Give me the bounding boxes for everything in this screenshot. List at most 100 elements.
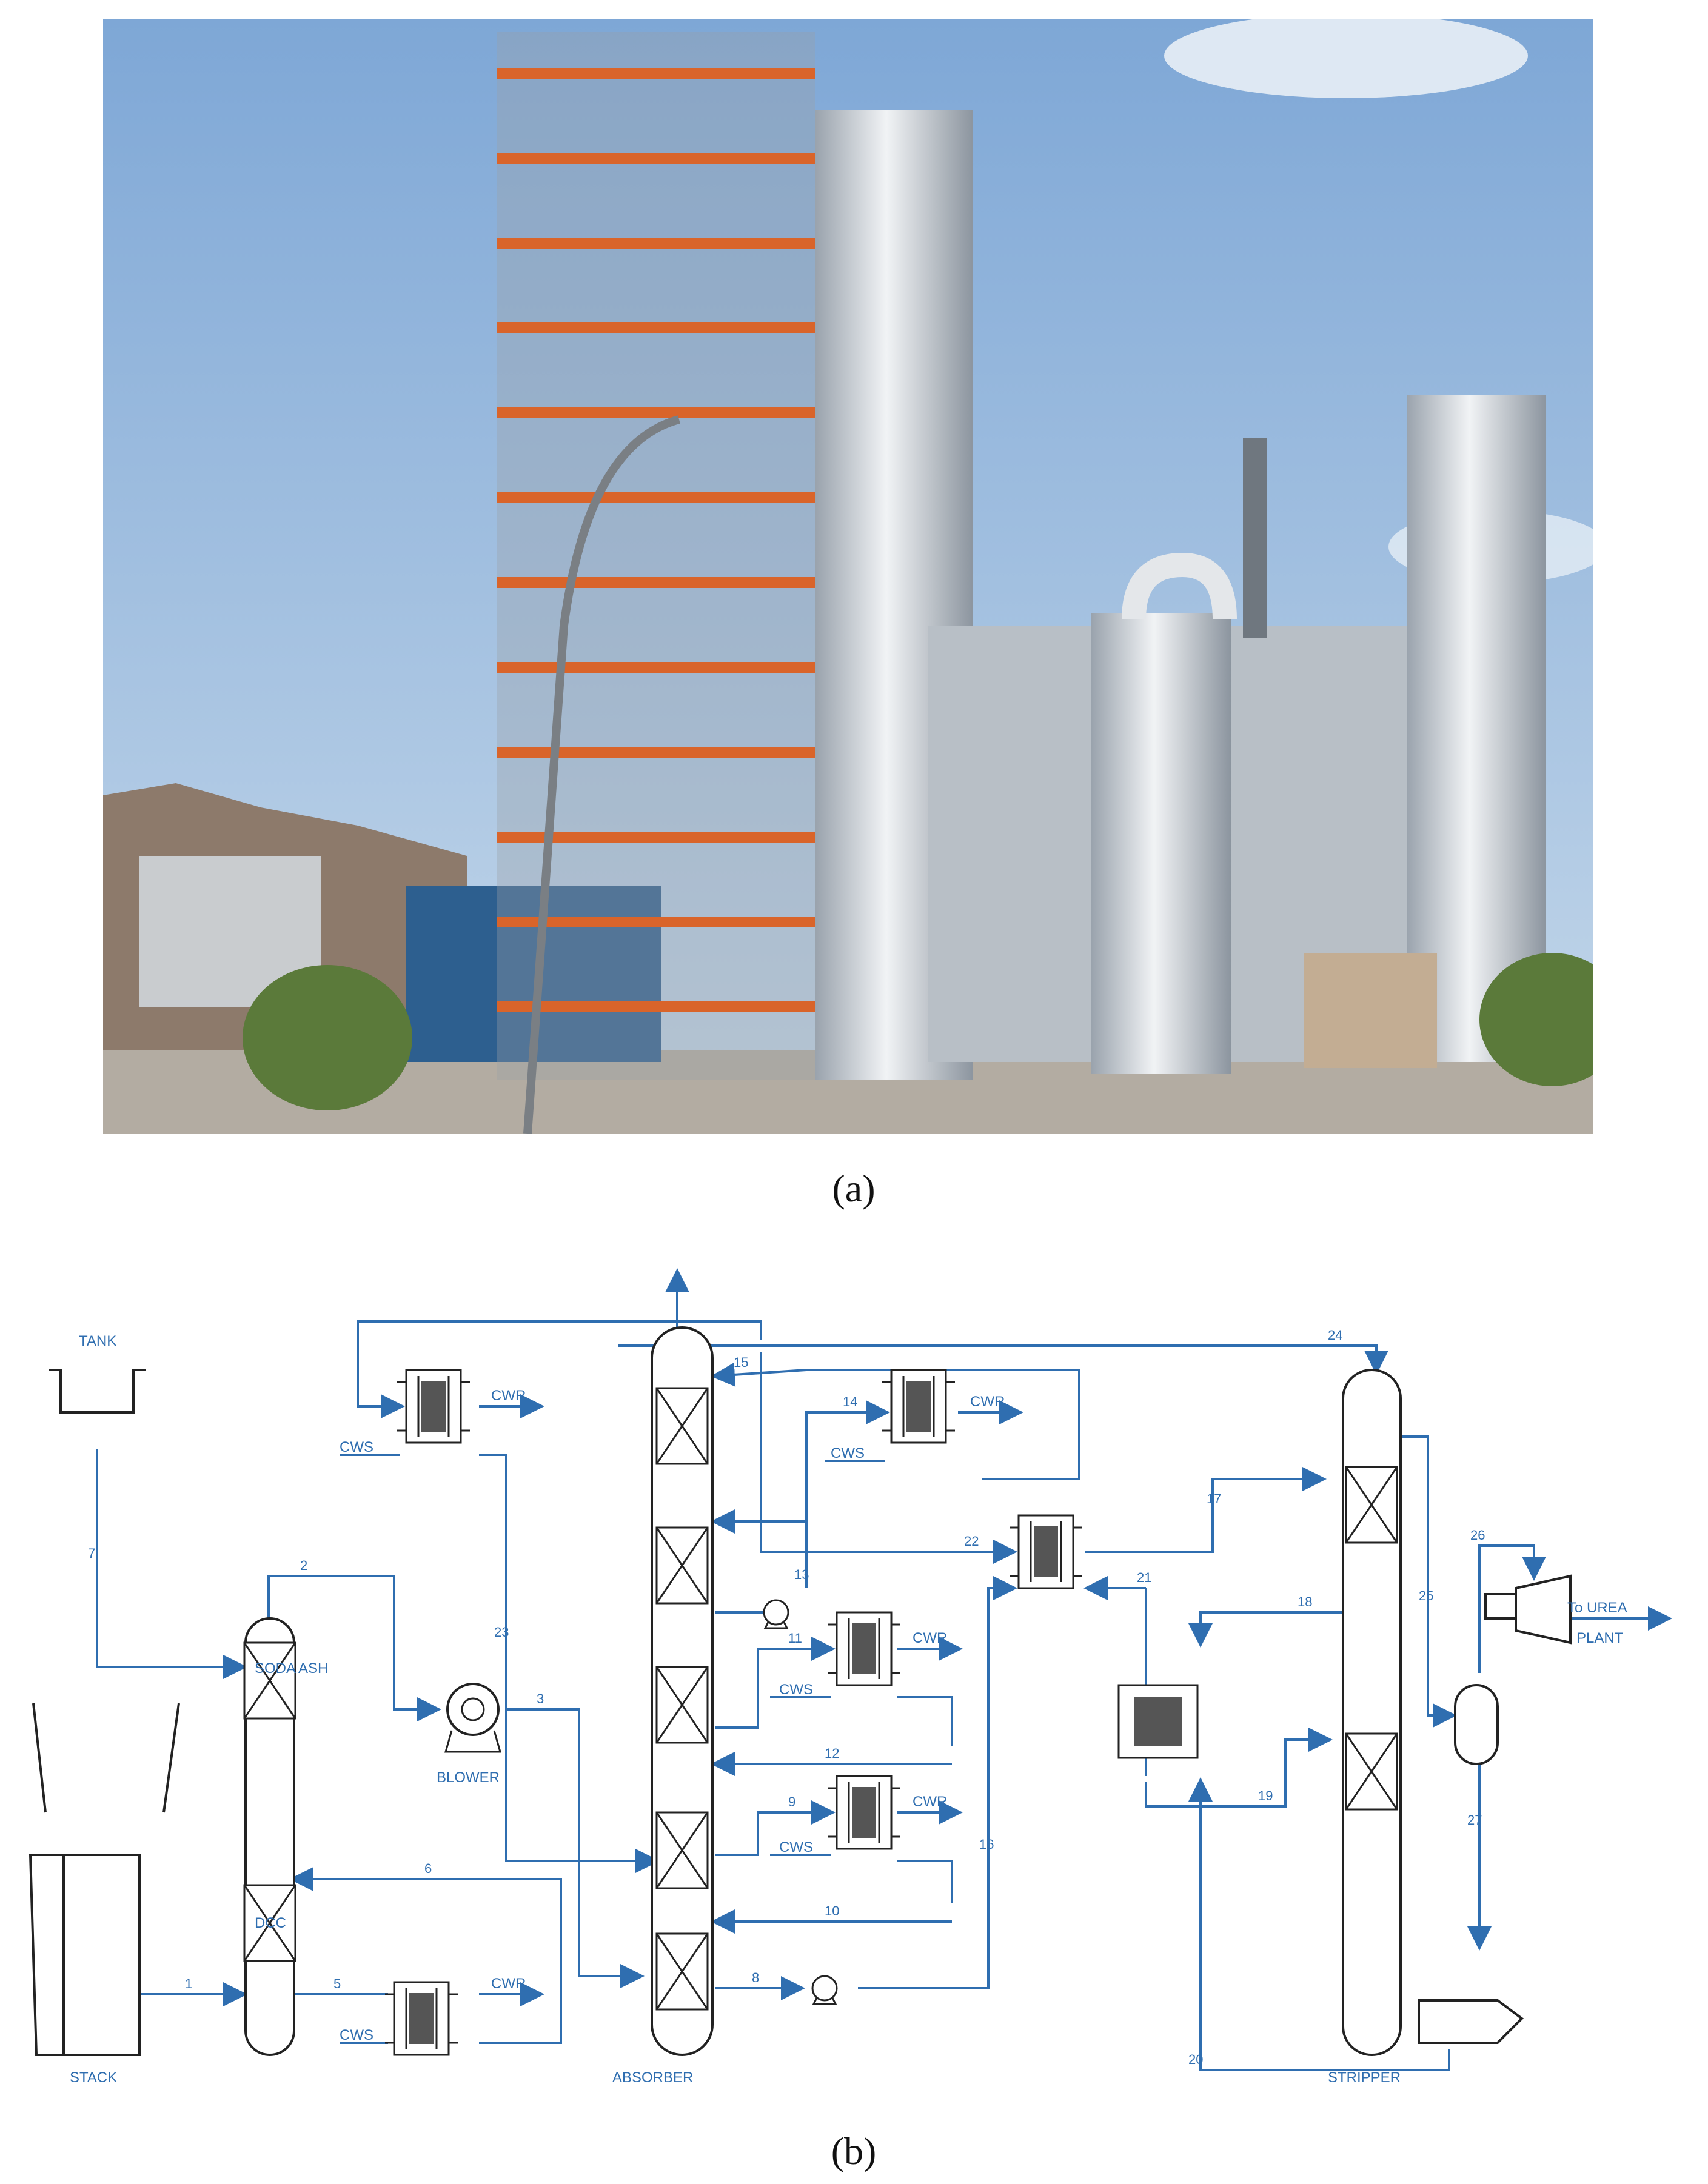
stream-line-12 <box>715 1696 953 1764</box>
stream-number-11: 11 <box>788 1631 802 1646</box>
tower-platform <box>497 153 815 164</box>
pump-13 <box>763 1599 789 1629</box>
stream-line-25 <box>1401 1435 1457 1728</box>
caption-a: (a) <box>832 1167 876 1210</box>
heat-exchanger-11 <box>826 1611 902 1686</box>
caption-b: (b) <box>831 2129 877 2172</box>
heat-exchanger-top <box>396 1369 471 1444</box>
pump-8 <box>811 1975 838 2005</box>
stream-line-9 <box>715 1800 836 1856</box>
stream-number-6: 6 <box>424 1861 432 1876</box>
stream-number-21: 21 <box>1137 1570 1151 1585</box>
tower-platform <box>497 68 815 79</box>
tank <box>49 1369 146 1414</box>
stream-line-17 <box>1085 1467 1327 1553</box>
stream-line-lean-top <box>357 1320 762 1418</box>
tower-platform <box>497 747 815 758</box>
absorber-structure <box>497 32 815 1080</box>
stream-line-2 <box>267 1575 441 1721</box>
stream-number-7: 7 <box>88 1546 95 1561</box>
tower-platform <box>497 917 815 927</box>
stream-number-18: 18 <box>1298 1594 1312 1609</box>
tower-platform <box>497 407 815 418</box>
stream-line-18 <box>1188 1611 1346 1648</box>
cws-label: CWS <box>779 1839 813 1855</box>
tower-platform <box>497 832 815 843</box>
stream-line-23 <box>479 1454 660 1873</box>
stream-line-10 <box>715 1860 953 1922</box>
stream-number-9: 9 <box>788 1794 795 1809</box>
label-to-urea: To UREA <box>1567 1600 1627 1616</box>
small-building <box>1304 953 1437 1068</box>
stream-line-20 <box>1188 1777 1450 2071</box>
stream-number-26: 26 <box>1470 1528 1485 1543</box>
tower-platform <box>497 492 815 503</box>
stream-line-11 <box>715 1637 836 1729</box>
heat-exchanger-9 <box>826 1775 902 1850</box>
stack <box>1407 395 1546 1062</box>
tower-platform <box>497 577 815 588</box>
plant-photo <box>103 19 1593 1134</box>
tower-platform <box>497 662 815 673</box>
duct <box>1122 552 1237 620</box>
stack-plume <box>32 1703 180 1813</box>
stream-number-22: 22 <box>964 1534 979 1549</box>
reboiler-exchanger <box>1117 1684 1199 1759</box>
stream-line-24 <box>764 1344 1388 1375</box>
dcc-packing-top <box>243 1641 296 1720</box>
tower-platform <box>497 238 815 249</box>
absorber-packing-3 <box>655 1666 709 1744</box>
label-stack: STACK <box>70 2069 117 2086</box>
lean-rich-exchanger <box>1008 1514 1083 1589</box>
stream-number-12: 12 <box>825 1746 839 1761</box>
cwr-label: CWR <box>913 1630 947 1646</box>
heat-exchanger-dcc <box>384 1981 459 2056</box>
reboiler <box>1418 1999 1524 2044</box>
cloud <box>1164 19 1528 98</box>
stream-line-16 <box>858 1576 1017 1989</box>
stream-number-4: 4 <box>672 1279 679 1294</box>
cwr-label: CWR <box>913 1794 947 1810</box>
label-tank: TANK <box>79 1333 116 1349</box>
stack <box>28 1854 141 2056</box>
cwr-label: CWR <box>491 1388 526 1404</box>
stream-number-25: 25 <box>1419 1588 1433 1603</box>
reflux-drum <box>1454 1684 1499 1765</box>
cwr-label: CWR <box>491 1975 526 1992</box>
stream-number-23: 23 <box>494 1625 509 1640</box>
tree <box>243 965 412 1110</box>
stream-line-3 <box>506 1708 645 1988</box>
stream-number-16: 16 <box>979 1837 994 1852</box>
blower <box>444 1683 501 1753</box>
compressor <box>1484 1574 1572 1645</box>
stream-number-17: 17 <box>1207 1491 1221 1506</box>
tower-frame <box>497 32 815 1080</box>
label-dcc: DCC <box>255 1915 286 1931</box>
stripper-packing-bottom <box>1345 1732 1398 1811</box>
label-plant: PLANT <box>1576 1630 1624 1646</box>
label-soda-ash: SODA ASH <box>255 1660 328 1677</box>
process-flow-diagram: TANK STACK SODA ASH DCC BLOWER ABSORBER … <box>28 1268 1672 2086</box>
absorber-packing-5 <box>655 1932 709 2011</box>
stream-line-7 <box>96 1449 247 1679</box>
cwr-label: CWR <box>970 1394 1005 1410</box>
stream-number-2: 2 <box>300 1558 307 1573</box>
stream-line-6 <box>289 1867 562 1994</box>
stream-number-13: 13 <box>794 1567 809 1582</box>
stream-line-19 <box>1145 1728 1333 1808</box>
cws-return-dcc <box>479 1994 562 2044</box>
stream-number-3: 3 <box>537 1691 544 1706</box>
stream-number-1: 1 <box>185 1976 192 1991</box>
absorber-packing-2 <box>655 1526 709 1605</box>
stream-number-14: 14 <box>843 1394 857 1409</box>
tree <box>1479 953 1593 1086</box>
cws-label: CWS <box>340 1439 373 1455</box>
cws-label: CWS <box>779 1681 813 1698</box>
stream-number-24: 24 <box>1328 1327 1342 1343</box>
street-lamp <box>523 415 680 1134</box>
stream-line-14 <box>805 1400 890 1588</box>
stream-number-27: 27 <box>1467 1812 1482 1828</box>
stream-number-15: 15 <box>734 1355 748 1370</box>
tower-platform <box>497 1001 815 1012</box>
stream-line-22 <box>760 1352 1017 1564</box>
